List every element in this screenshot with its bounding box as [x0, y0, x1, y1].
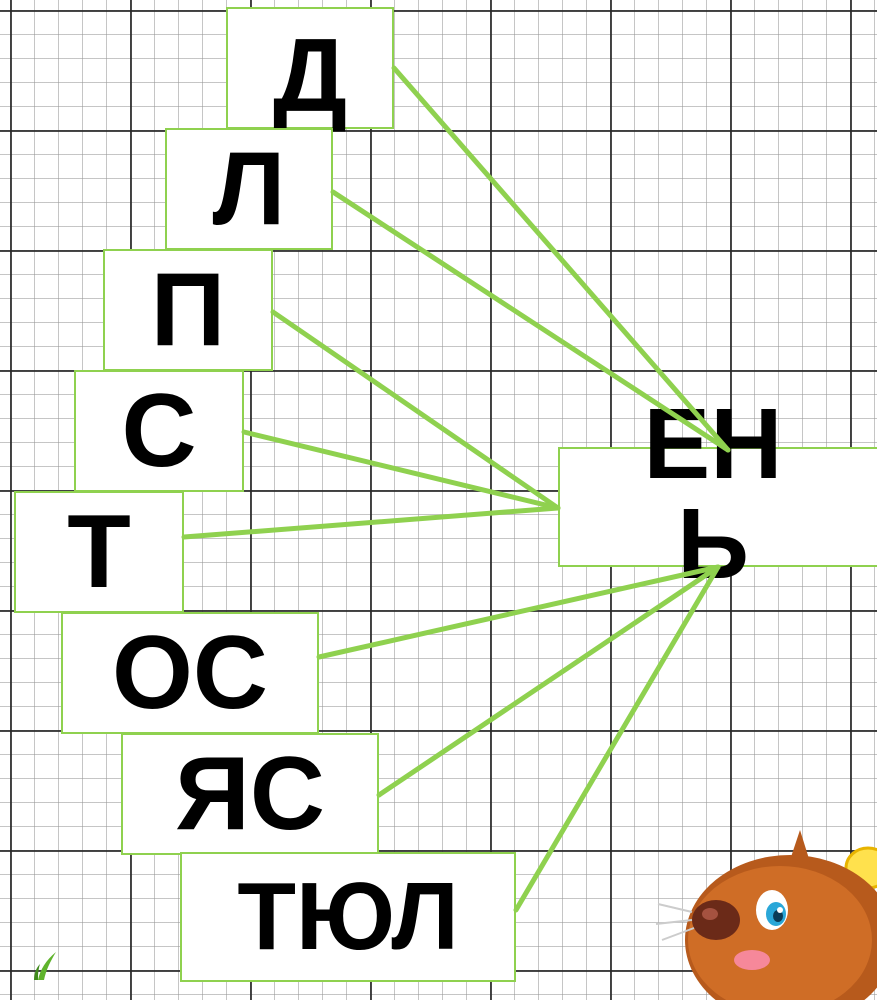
word-part-label: С [121, 379, 196, 483]
word-part-card-yas[interactable]: ЯС [121, 733, 379, 855]
connector-line-p [273, 312, 558, 508]
word-part-label: ЯС [175, 742, 325, 846]
word-part-label: Д [273, 24, 347, 128]
word-part-label: П [151, 258, 226, 362]
connector-line-yas [379, 567, 718, 795]
word-part-card-p[interactable]: П [103, 249, 273, 371]
word-part-card-t[interactable]: Т [14, 491, 184, 613]
word-part-card-d[interactable]: Д [226, 7, 394, 129]
word-part-label: Т [67, 500, 131, 604]
green-sprout-icon [20, 940, 70, 980]
mole-character-icon [640, 820, 877, 1000]
ending-card[interactable]: ЕНЬ [558, 447, 877, 567]
word-part-card-l[interactable]: Л [165, 128, 333, 250]
word-part-label: ОС [112, 621, 268, 725]
word-part-card-s[interactable]: С [74, 370, 244, 492]
connector-line-s [244, 432, 558, 508]
word-part-card-tyul[interactable]: ТЮЛ [180, 852, 516, 982]
ending-label: ЕНЬ [628, 394, 798, 594]
word-part-label: Л [213, 137, 286, 241]
word-part-card-os[interactable]: ОС [61, 612, 319, 734]
connector-line-t [184, 508, 558, 537]
word-part-label: ТЮЛ [237, 869, 458, 965]
